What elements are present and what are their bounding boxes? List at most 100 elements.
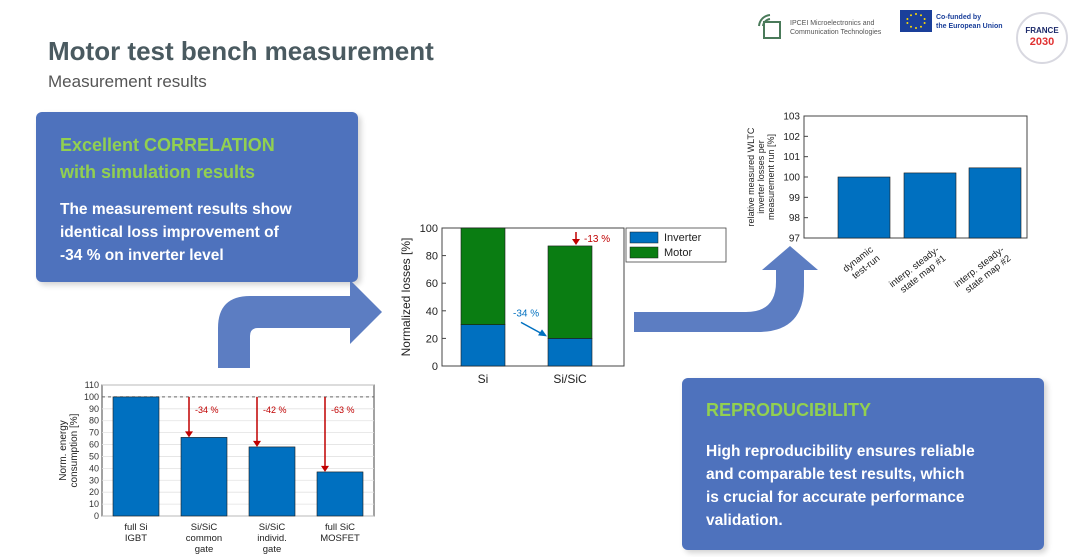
x-tick-label: Si: [478, 372, 489, 386]
y-tick-label: 0: [432, 361, 438, 373]
inverter-reduction-arrow-shaft: [520, 321, 544, 336]
x-tick-label: Si/SiC: [259, 522, 286, 533]
france-text: FRANCE: [1025, 26, 1059, 35]
reproducibility-body-line2: and comparable test results, which: [706, 466, 965, 483]
legend-label: Motor: [664, 247, 692, 259]
ipcei-logo: IPCEI Microelectronics and Communication…: [756, 12, 886, 42]
page-title: Motor test bench measurement: [48, 36, 434, 66]
reduction-label: -42 %: [263, 405, 287, 415]
y-axis-label-line: relative measured WLTC: [746, 127, 756, 226]
y-tick-label: 110: [85, 380, 99, 390]
ipcei-line2: Communication Technologies: [790, 29, 882, 36]
y-tick-label: 99: [789, 193, 801, 204]
y-tick-label: 100: [420, 223, 438, 235]
y-tick-label: 103: [783, 112, 800, 123]
correlation-body-line1: The measurement results show: [60, 201, 292, 218]
france-year: 2030: [1029, 36, 1055, 48]
y-axis-label-line: inverter losses per: [756, 140, 766, 214]
total-reduction-arrow-head: [572, 238, 580, 245]
y-axis-label: Norm. energyconsumption [%]: [58, 413, 80, 487]
eu-flag-icon: [900, 10, 932, 32]
y-tick-label: 101: [783, 152, 800, 163]
y-tick-label: 100: [84, 392, 99, 402]
reproducibility-body-line4: validation.: [706, 512, 783, 529]
reproducibility-body-line1: High reproducibility ensures reliable: [706, 443, 975, 460]
y-axis-label: relative measured WLTCinverter losses pe…: [746, 127, 776, 226]
bar-segment-inverter: [460, 324, 506, 367]
y-tick-label: 40: [426, 306, 438, 318]
y-tick-label: 60: [89, 440, 99, 450]
x-tick-label: individ.: [257, 533, 287, 544]
correlation-body-line3: -34 % on inverter level: [60, 247, 224, 264]
bar: [112, 396, 160, 517]
y-tick-label: 20: [89, 487, 99, 497]
bar: [316, 471, 364, 517]
legend-label: Inverter: [664, 232, 702, 244]
inverter-reduction-label: -34 %: [513, 308, 539, 319]
flow-arrow-left: [218, 280, 382, 368]
correlation-heading-line2: with simulation results: [60, 162, 256, 182]
legend-swatch: [629, 231, 659, 244]
x-tick-label: full SiC: [325, 522, 355, 533]
correlation-callout: Excellent CORRELATION with simulation re…: [36, 112, 358, 282]
inverter-reduction-arrow-head: [538, 329, 547, 337]
y-tick-label: 50: [89, 451, 99, 461]
bar-segment-motor: [460, 227, 506, 325]
x-tick-label: common: [186, 533, 222, 544]
bar: [968, 167, 1022, 239]
y-axis-label-line: measurement run [%]: [766, 134, 776, 220]
reduction-label: -34 %: [195, 405, 219, 415]
y-tick-label: 90: [89, 404, 99, 414]
x-tick-label: MOSFET: [320, 533, 360, 544]
y-tick-label: 100: [783, 173, 800, 184]
reproducibility-body-line3: is crucial for accurate performance: [706, 489, 965, 506]
y-tick-label: 97: [789, 234, 801, 245]
y-axis-label-line: Norm. energy: [58, 420, 69, 481]
eu-logo: Co-funded by the European Union: [900, 10, 1010, 34]
reduction-arrow-head: [253, 440, 261, 447]
y-tick-label: 40: [89, 463, 99, 473]
x-tick-label: IGBT: [125, 533, 147, 544]
y-tick-label: 70: [89, 428, 99, 438]
y-axis-label-line: consumption [%]: [69, 413, 80, 487]
reduction-arrow-head: [185, 431, 193, 438]
reduction-arrow-head: [321, 465, 329, 472]
eu-line1: Co-funded by: [936, 14, 982, 21]
x-tick-label: full Si: [124, 522, 147, 533]
ipcei-icon: [758, 14, 781, 39]
y-tick-label: 30: [89, 475, 99, 485]
legend-swatch: [629, 246, 659, 259]
ipcei-line1: IPCEI Microelectronics and: [790, 20, 875, 27]
x-tick-label: interp. steady-state map #2: [952, 244, 1013, 298]
y-tick-label: 80: [89, 416, 99, 426]
x-tick-label: Si/SiC: [191, 522, 218, 533]
x-tick-label: gate: [195, 544, 214, 555]
y-tick-label: 102: [783, 132, 800, 143]
x-tick-label: interp. steady-state map #1: [887, 244, 948, 298]
y-tick-label: 60: [426, 278, 438, 290]
y-tick-label: 80: [426, 251, 438, 263]
reproducibility-callout: REPRODUCIBILITY High reproducibility ens…: [682, 378, 1044, 550]
correlation-body-line2: identical loss improvement of: [60, 224, 279, 241]
y-tick-label: 20: [426, 333, 438, 345]
x-tick-label: gate: [263, 544, 282, 555]
reproducibility-heading: REPRODUCIBILITY: [706, 400, 872, 420]
y-tick-label: 98: [789, 213, 801, 224]
reduction-label: -63 %: [331, 405, 355, 415]
bar: [180, 437, 228, 517]
bar: [248, 446, 296, 517]
page-subtitle: Measurement results: [48, 72, 207, 91]
x-tick-label: Si/SiC: [553, 372, 587, 386]
bar-segment-inverter: [547, 338, 593, 367]
flow-arrow-right: [634, 246, 818, 332]
eu-line2: the European Union: [936, 23, 1003, 30]
x-tick-label: dynamictest-run: [841, 244, 883, 283]
bar: [837, 176, 891, 239]
bar-segment-motor: [547, 245, 593, 339]
correlation-heading-line1: Excellent CORRELATION: [60, 135, 275, 155]
total-reduction-label: -13 %: [584, 234, 610, 245]
y-axis-label: Normalized losses [%]: [399, 238, 413, 357]
